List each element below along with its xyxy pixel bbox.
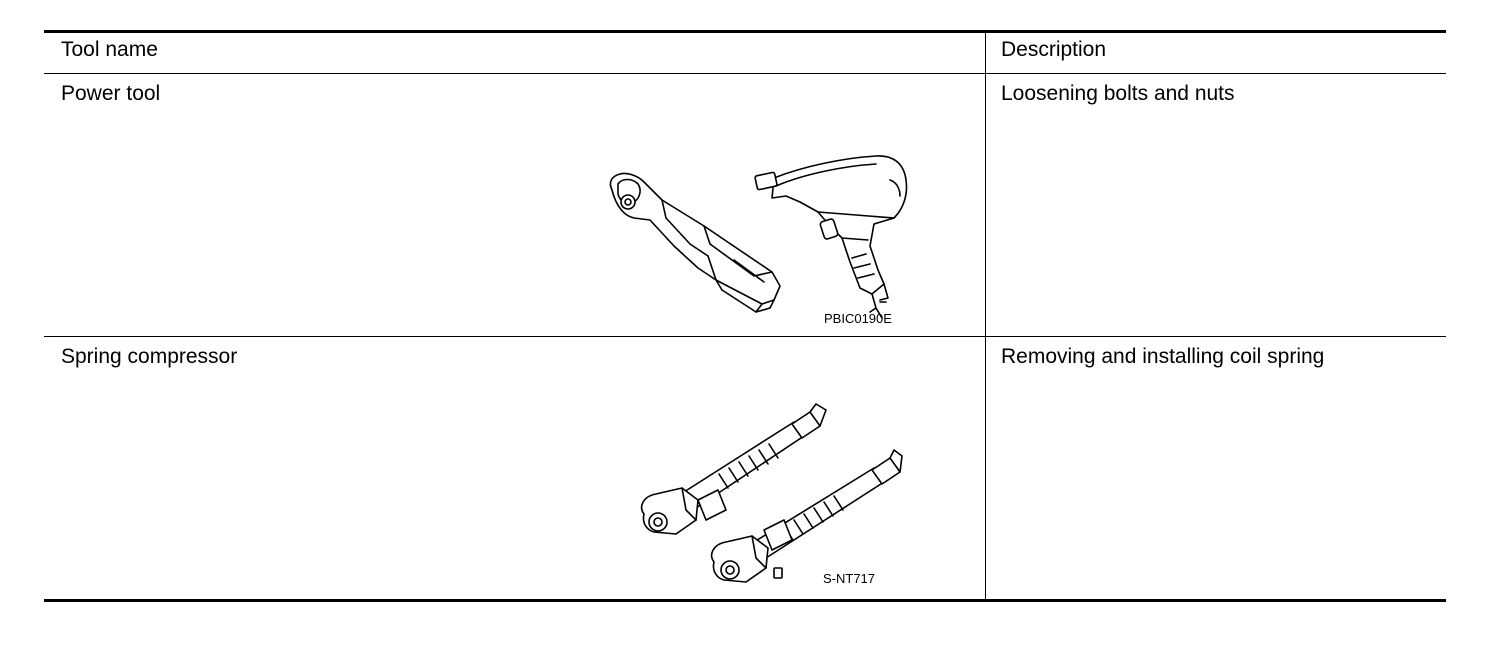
header-rule [44,73,1446,74]
row1-description: Loosening bolts and nuts [1001,82,1235,105]
impact-wrench-icon [754,155,908,319]
header-tool-name: Tool name [61,38,158,61]
table-bottom-rule [44,599,1446,602]
row2-description: Removing and installing coil spring [1001,345,1325,368]
row1-figure-code: PBIC0190E [824,311,892,326]
table-top-rule [44,30,1446,33]
row2-tool-name: Spring compressor [61,345,238,368]
column-divider [985,30,986,601]
row1-tool-name: Power tool [61,82,161,105]
header-description: Description [1001,38,1107,61]
power-tool-figure [604,122,944,332]
row-divider [44,336,1446,337]
row2-figure-code: S-NT717 [823,571,876,586]
spring-compressor-figure [624,392,904,592]
spring-compressor-icon [640,403,903,583]
ratchet-wrench-icon [609,172,781,313]
